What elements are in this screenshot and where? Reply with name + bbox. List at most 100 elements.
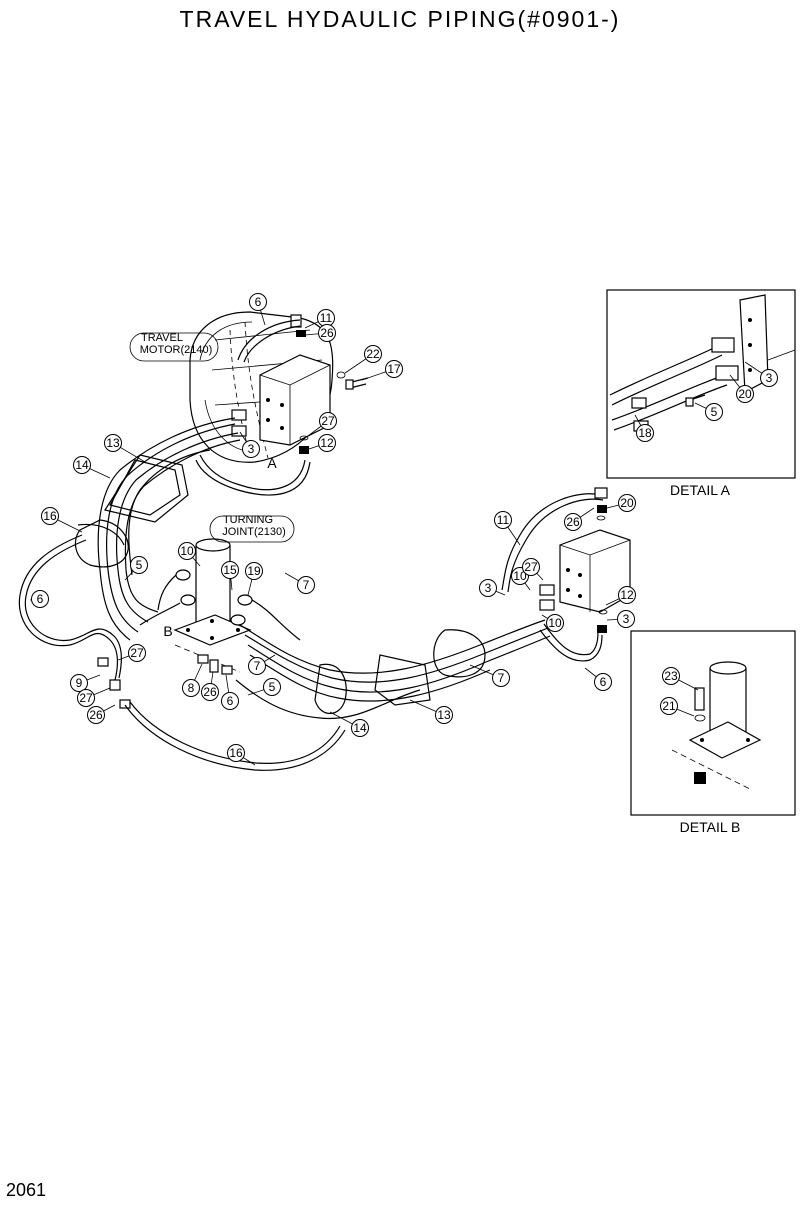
callout-balloon — [70, 674, 88, 692]
callout-3: 3 — [744, 361, 778, 387]
callout-number: 6 — [255, 295, 262, 309]
callout-balloon — [128, 644, 146, 662]
callout-balloon — [522, 558, 540, 576]
callout-number: 23 — [664, 669, 678, 683]
callout-14: 14 — [73, 456, 111, 479]
callout-balloon — [760, 369, 778, 387]
view-letter-b: B — [163, 623, 172, 639]
callout-balloon — [41, 507, 59, 525]
note-turning-joint: TURNING JOINT(2130) — [209, 514, 295, 543]
callout-6: 6 — [584, 667, 612, 691]
callout-10: 10 — [541, 614, 564, 632]
callout-number: 15 — [223, 563, 237, 577]
callout-balloon — [385, 360, 403, 378]
callout-27: 27 — [77, 687, 111, 707]
callout-16: 16 — [227, 744, 256, 766]
callout-3: 3 — [479, 579, 506, 597]
callout-26: 26 — [201, 671, 219, 701]
callout-26: 26 — [564, 507, 595, 531]
callout-balloon — [73, 456, 91, 474]
callout-20: 20 — [729, 374, 754, 403]
callout-26: 26 — [87, 704, 116, 724]
callout-20: 20 — [606, 494, 636, 512]
callout-balloon — [364, 345, 382, 363]
callout-number: 6 — [37, 592, 44, 606]
callout-7: 7 — [284, 572, 315, 594]
callout-14: 14 — [329, 711, 369, 737]
callout-number: 27 — [130, 646, 144, 660]
callout-number: 7 — [303, 578, 310, 592]
callout-15: 15 — [221, 561, 239, 591]
callout-number: 20 — [738, 387, 752, 401]
callout-balloon — [705, 403, 723, 421]
callout-3: 3 — [606, 610, 635, 628]
callout-number: 6 — [227, 694, 234, 708]
callout-12: 12 — [308, 434, 336, 452]
callout-balloon — [479, 579, 497, 597]
callout-18: 18 — [634, 414, 654, 442]
detail-a — [606, 289, 796, 479]
callout-number: 22 — [366, 347, 380, 361]
callout-17: 17 — [361, 360, 403, 381]
callout-number: 3 — [623, 612, 630, 626]
callout-10: 10 — [178, 542, 201, 567]
callout-11: 11 — [304, 309, 335, 329]
callout-27: 27 — [117, 644, 146, 662]
page-title: TRAVEL HYDAULIC PIPING(#0901-) — [179, 6, 621, 32]
callout-balloon — [221, 692, 239, 710]
note-travel-motor-line2: MOTOR(2140) — [140, 344, 213, 356]
callout-13: 13 — [104, 434, 146, 463]
callout-number: 27 — [524, 560, 538, 574]
callout-balloon — [249, 293, 267, 311]
callout-balloon — [492, 669, 510, 687]
callout-26: 26 — [304, 324, 336, 342]
callout-number: 17 — [387, 362, 401, 376]
callout-balloon — [660, 697, 678, 715]
callout-number: 21 — [662, 699, 676, 713]
callout-number: 14 — [353, 721, 367, 735]
callout-number: 26 — [566, 515, 580, 529]
note-turning-joint-line1: TURNING — [223, 514, 273, 526]
callout-balloon — [104, 434, 122, 452]
callout-6: 6 — [221, 674, 239, 710]
callout-6: 6 — [249, 293, 267, 326]
callout-number: 7 — [254, 659, 261, 673]
callout-7: 7 — [469, 664, 510, 687]
callout-number: 27 — [321, 414, 335, 428]
callout-number: 6 — [600, 675, 607, 689]
hose-7-bottom — [124, 701, 346, 771]
callout-number: 26 — [320, 326, 334, 340]
callout-12: 12 — [605, 586, 636, 606]
callout-5: 5 — [694, 402, 723, 421]
callout-23: 23 — [662, 667, 699, 691]
callout-5: 5 — [247, 678, 281, 696]
callout-number: 18 — [638, 426, 652, 440]
callout-6: 6 — [29, 590, 49, 608]
fitting-cluster — [97, 654, 233, 709]
callout-16: 16 — [41, 507, 83, 533]
callout-number: 3 — [485, 581, 492, 595]
travel-motor-left — [189, 311, 334, 463]
callout-27: 27 — [522, 558, 544, 581]
callout-balloon — [221, 561, 239, 579]
callout-number: 11 — [320, 311, 333, 325]
callout-number: 8 — [188, 681, 195, 695]
callout-balloon — [297, 576, 315, 594]
callout-number: 16 — [229, 746, 243, 760]
callout-number: 14 — [75, 458, 89, 472]
callout-balloon — [245, 562, 263, 580]
callout-balloon — [662, 667, 680, 685]
callout-number: 10 — [180, 544, 194, 558]
callout-number: 12 — [320, 436, 334, 450]
callout-balloon — [546, 614, 564, 632]
callout-number: 12 — [620, 588, 634, 602]
detail-b-caption: DETAIL B — [680, 819, 741, 835]
callout-balloon — [318, 324, 336, 342]
callout-number: 16 — [43, 509, 57, 523]
callout-balloon — [618, 586, 636, 604]
turning-joint — [139, 538, 301, 646]
callout-number: 9 — [76, 676, 83, 690]
callout-balloon — [130, 556, 148, 574]
